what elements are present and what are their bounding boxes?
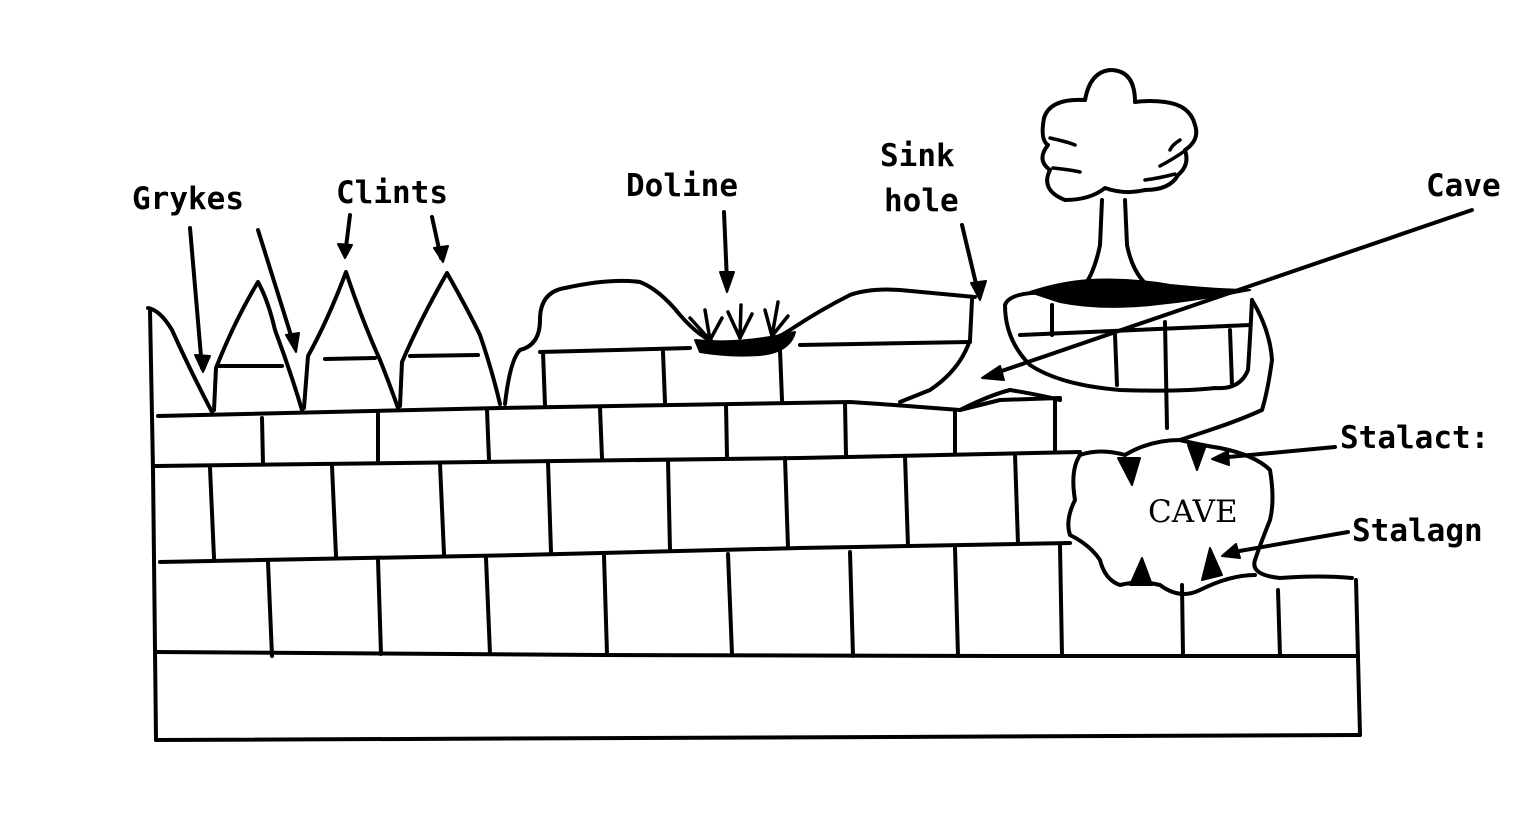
label-clints: Clints <box>336 175 448 211</box>
cave-chamber <box>1066 438 1354 596</box>
underground-passage <box>958 388 1062 412</box>
upper-cave-bed-line <box>1018 323 1252 337</box>
upper-cave <box>1003 278 1274 442</box>
joint <box>1276 588 1282 658</box>
arrowhead-icon <box>1211 450 1230 466</box>
joint <box>848 550 855 658</box>
stalactite-icon <box>1187 444 1207 471</box>
cave-arrow <box>988 208 1474 377</box>
label-stalagmites: Stalagn <box>1352 513 1483 549</box>
label-stalactites: Stalact: <box>1340 420 1489 456</box>
arrowhead-icon <box>981 365 1005 381</box>
joint <box>602 554 609 656</box>
doline-bed-line <box>538 346 692 354</box>
bedding-plane-1 <box>156 396 1062 418</box>
bedrock-bottom-edge <box>154 733 1362 742</box>
doline-bed-line <box>798 340 972 347</box>
arrowhead-icon <box>337 243 353 259</box>
tree-trunk <box>1083 198 1147 287</box>
sink-hole-arrow <box>960 223 980 294</box>
label-sink: Sink <box>880 138 955 174</box>
label-cave-chamber: CAVE <box>1148 494 1238 530</box>
joint <box>484 556 492 656</box>
stalactite-icon <box>1117 457 1141 486</box>
joint <box>260 416 265 466</box>
sink-hole-shaft <box>898 298 974 404</box>
bedding-plane-2 <box>153 450 1082 468</box>
clints-and-grykes <box>146 270 502 414</box>
stalagmite-icon <box>1201 547 1223 581</box>
joint <box>843 401 848 457</box>
arrowhead-icon <box>194 354 211 373</box>
bedding-plane-4 <box>154 650 1360 658</box>
doline-arrow <box>722 210 729 284</box>
clint-outline <box>398 271 502 408</box>
joint <box>598 406 604 460</box>
limestone-bedrock <box>148 308 1362 742</box>
joint <box>485 408 491 462</box>
arrowhead-icon <box>719 271 735 293</box>
bedrock-left-edge <box>148 308 158 742</box>
clint-outline <box>302 270 400 410</box>
bedding-plane-3 <box>158 541 1072 564</box>
stalagmites-arrow <box>1226 530 1350 555</box>
clint-ledge <box>323 356 377 361</box>
joint <box>438 462 446 556</box>
joint <box>1180 583 1185 658</box>
joint <box>1013 452 1020 546</box>
arrowhead-icon <box>433 245 449 263</box>
joint <box>724 403 729 458</box>
arrowhead-icon <box>1221 543 1241 559</box>
clint-outline <box>212 280 304 412</box>
label-hole: hole <box>884 183 959 219</box>
joint <box>376 558 383 656</box>
upper-cave-joint <box>1163 320 1169 430</box>
arrowhead-icon <box>970 280 987 301</box>
doline-joint <box>661 350 667 404</box>
grykes-arrow <box>188 226 204 370</box>
joint <box>953 546 960 658</box>
joint <box>726 552 734 656</box>
stalagmite-icon <box>1129 557 1153 586</box>
label-arrows <box>188 208 1474 559</box>
joint <box>666 458 672 552</box>
label-cave: Cave <box>1426 168 1501 204</box>
joint <box>783 456 790 550</box>
grykes-arrow <box>256 228 296 347</box>
joint <box>546 460 553 554</box>
label-doline: Doline <box>626 168 738 204</box>
clint-outline <box>146 306 214 414</box>
joint <box>903 454 910 548</box>
doline-joint <box>778 348 784 402</box>
joint <box>1058 543 1064 658</box>
tree-crown <box>1040 97 1199 202</box>
upper-cave-wall <box>1178 298 1274 442</box>
doline-vegetation-icon <box>688 300 790 342</box>
tree-soil <box>1029 278 1251 308</box>
arrowhead-icon <box>285 332 300 353</box>
upper-cave-outline <box>1003 290 1254 393</box>
upper-cave-joint <box>1113 333 1119 387</box>
label-grykes: Grykes <box>132 181 244 217</box>
joint <box>330 464 338 558</box>
stalactites-arrow <box>1216 445 1337 460</box>
upper-cave-joint <box>1228 328 1234 387</box>
doline-landform <box>503 278 977 407</box>
cave-chamber-outline <box>1066 438 1354 596</box>
doline-joint <box>541 350 547 407</box>
tree-icon <box>1040 68 1199 287</box>
labels: Grykes Clints Doline Sink hole Cave Stal… <box>132 138 1501 549</box>
clint-ledge <box>408 353 480 358</box>
doline-soil <box>694 331 796 357</box>
sink-hole <box>898 298 1062 412</box>
joint <box>266 560 274 658</box>
joint <box>208 466 216 560</box>
tree-crown-top <box>1083 68 1137 104</box>
doline-surface <box>503 278 977 406</box>
